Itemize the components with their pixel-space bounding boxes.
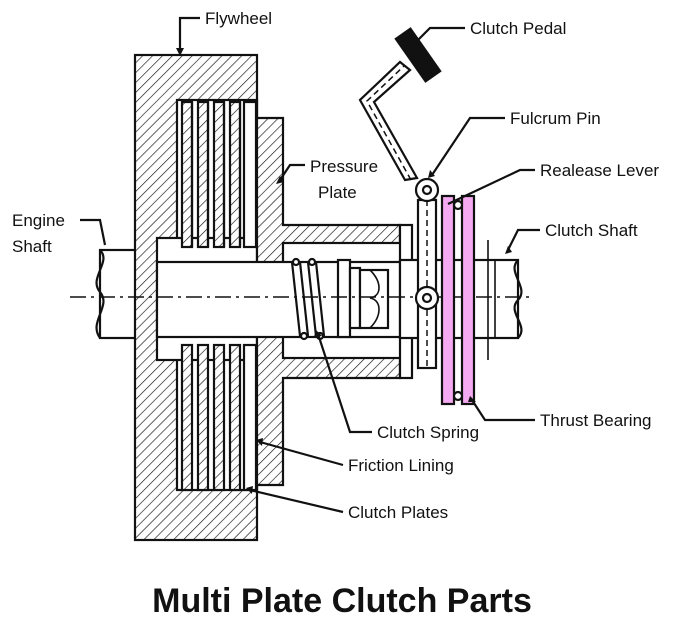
label-clutch-pedal: Clutch Pedal [470, 19, 566, 38]
engine-shaft [95, 248, 142, 340]
clutch-pedal-arm [358, 27, 442, 182]
label-fulcrum-pin: Fulcrum Pin [510, 109, 601, 128]
label-engine-shaft-2: Shaft [12, 237, 52, 256]
diagram-title: Multi Plate Clutch Parts [152, 582, 532, 620]
label-clutch-shaft: Clutch Shaft [545, 221, 638, 240]
leader-lines [80, 16, 540, 514]
spring-retainer [336, 258, 390, 339]
label-engine-shaft-1: Engine [12, 211, 65, 230]
label-pressure-plate-2: Plate [318, 183, 357, 202]
label-thrust-bearing: Thrust Bearing [540, 411, 652, 430]
clutch-plates-upper [180, 100, 258, 249]
label-flywheel: Flywheel [205, 9, 272, 28]
thrust-bearing [440, 194, 476, 406]
label-friction-lining: Friction Lining [348, 456, 454, 475]
label-pressure-plate-1: Pressure [310, 157, 378, 176]
label-clutch-spring: Clutch Spring [377, 423, 479, 442]
label-clutch-plates: Clutch Plates [348, 503, 448, 522]
label-release-lever: Realease Lever [540, 161, 659, 180]
release-lever [414, 177, 440, 370]
